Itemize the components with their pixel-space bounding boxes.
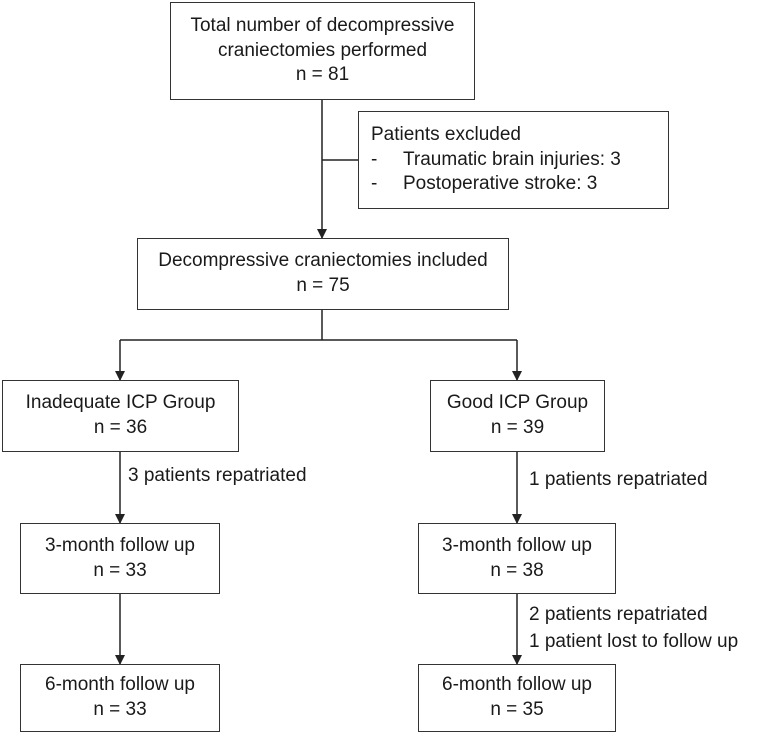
node-good-3m: 3-month follow up n = 38 xyxy=(418,523,616,594)
node-inad-3m-count: n = 33 xyxy=(93,559,147,581)
node-good-title: Good ICP Group xyxy=(446,392,589,414)
node-inad-6m-title: 6-month follow up xyxy=(45,674,195,696)
node-included: Decompressive craniectomies included n =… xyxy=(137,238,509,310)
label-good-repatriated: 1 patients repatriated xyxy=(529,469,708,490)
node-inad-3m-title: 3-month follow up xyxy=(45,534,195,556)
label-good-3m-lost: 1 patient lost to follow up xyxy=(529,631,739,652)
label-inad-repatriated: 3 patients repatriated xyxy=(128,465,307,486)
excluded-item: - Postoperative stroke: 3 xyxy=(371,172,597,197)
node-good-6m-count: n = 35 xyxy=(490,699,544,720)
node-good: Good ICP Group n = 39 xyxy=(430,380,605,452)
excluded-item-label: Postoperative stroke: 3 xyxy=(403,173,598,195)
node-inadequate-count: n = 36 xyxy=(93,417,148,438)
node-total-count: n = 81 xyxy=(295,64,350,86)
node-good-6m: 6-month follow up n = 35 xyxy=(418,664,616,732)
node-excluded: Patients excluded - Traumatic brain injur… xyxy=(358,111,669,209)
node-good-3m-count: n = 38 xyxy=(490,559,544,581)
node-total-line2: craniectomies performed xyxy=(217,39,428,61)
node-inadequate: Inadequate ICP Group n = 36 xyxy=(2,380,239,452)
node-included-count: n = 75 xyxy=(296,275,350,296)
node-inadequate-title: Inadequate ICP Group xyxy=(25,392,216,414)
excluded-item: - Traumatic brain injuries: 3 xyxy=(371,148,621,173)
node-total: Total number of decompressive craniectom… xyxy=(170,2,475,100)
node-total-line1: Total number of decompressive xyxy=(190,14,455,36)
node-inad-6m-count: n = 33 xyxy=(93,699,147,720)
node-good-count: n = 39 xyxy=(490,417,545,438)
node-excluded-title: Patients excluded xyxy=(371,123,521,145)
node-good-3m-title: 3-month follow up xyxy=(442,534,592,556)
label-good-3m-repatriated: 2 patients repatriated xyxy=(529,604,708,625)
bullet-dash: - xyxy=(371,148,378,170)
node-inad-3m: 3-month follow up n = 33 xyxy=(20,523,220,594)
node-inad-6m: 6-month follow up n = 33 xyxy=(20,664,220,732)
node-good-6m-title: 6-month follow up xyxy=(442,674,592,696)
excluded-item-label: Traumatic brain injuries: 3 xyxy=(403,148,621,170)
bullet-dash: - xyxy=(371,173,378,195)
node-included-title: Decompressive craniectomies included xyxy=(158,250,488,272)
